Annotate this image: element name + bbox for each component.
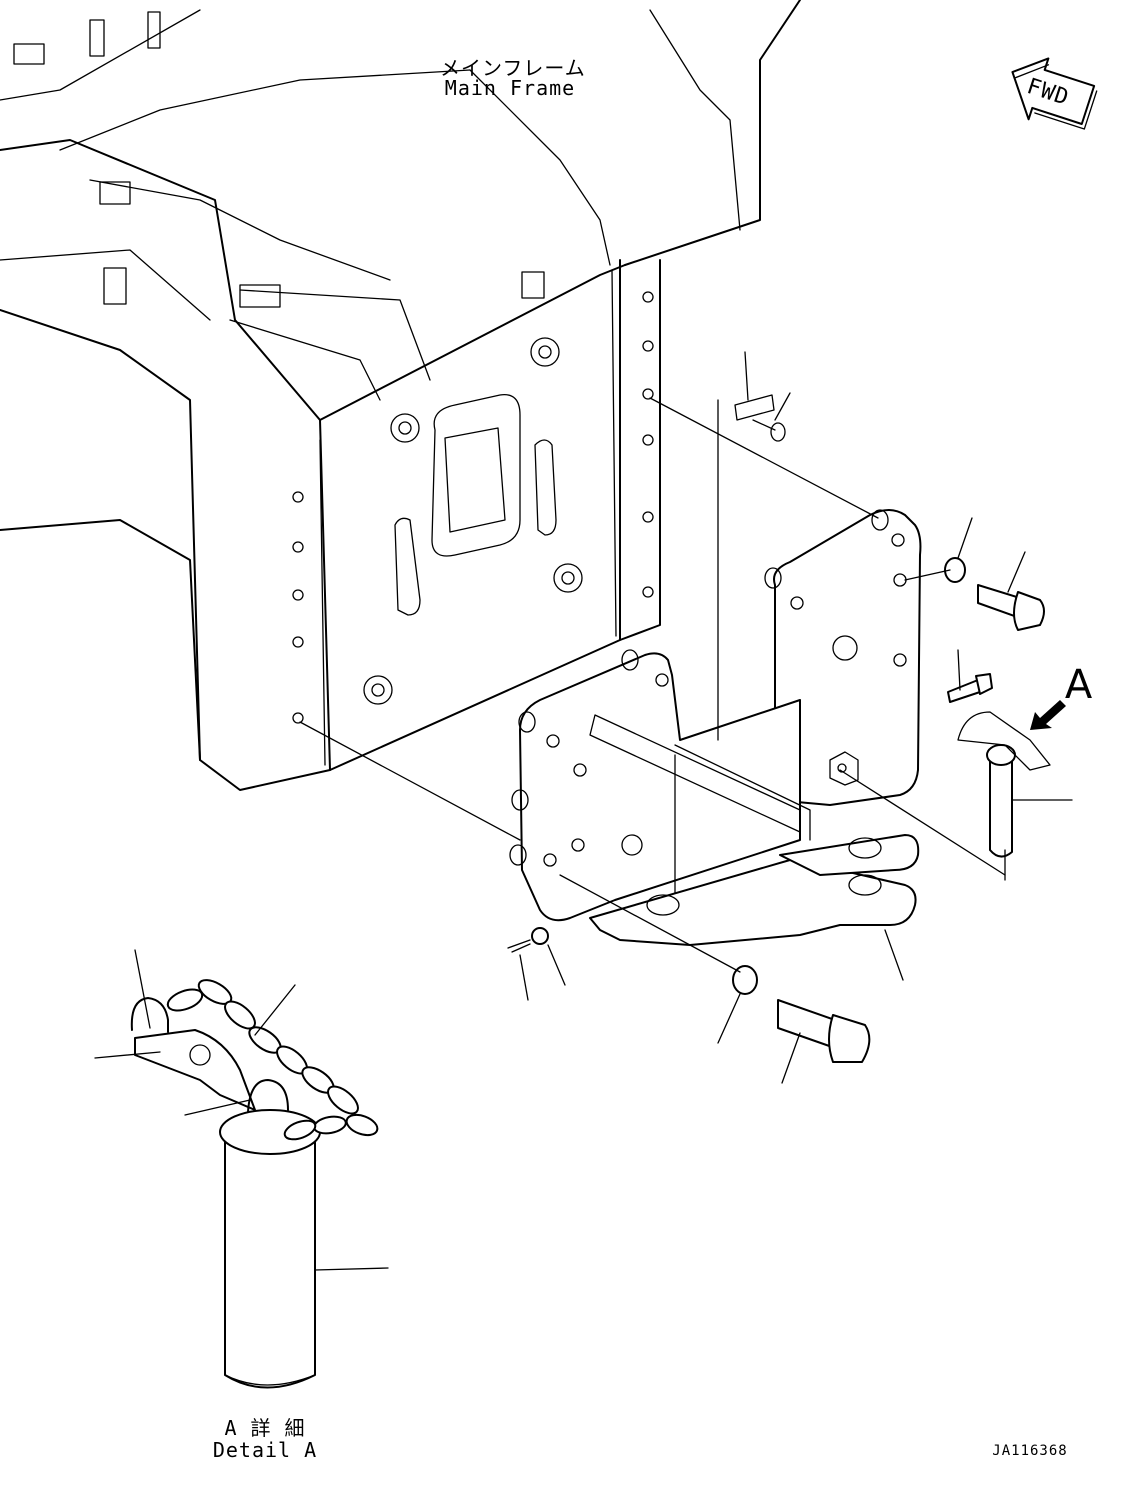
main-frame-label-jp: メインフレーム [440,56,586,80]
assembly-lines [299,397,1006,973]
hardware [507,351,1073,1084]
chain [166,979,379,1141]
view-letter-a: A [1064,662,1094,708]
detail-a-label-en: Detail A [212,1438,318,1462]
hitch-bracket [509,509,922,946]
fwd-arrow [1011,57,1098,130]
detail-a-label-jp: A 詳 細 [224,1416,306,1440]
detail-a-pin [94,949,389,1389]
main-frame-label-en: Main Frame [444,76,576,100]
drawing-id: JA116368 [992,1443,1068,1459]
frame-holes [292,291,654,724]
main-frame [0,0,801,791]
